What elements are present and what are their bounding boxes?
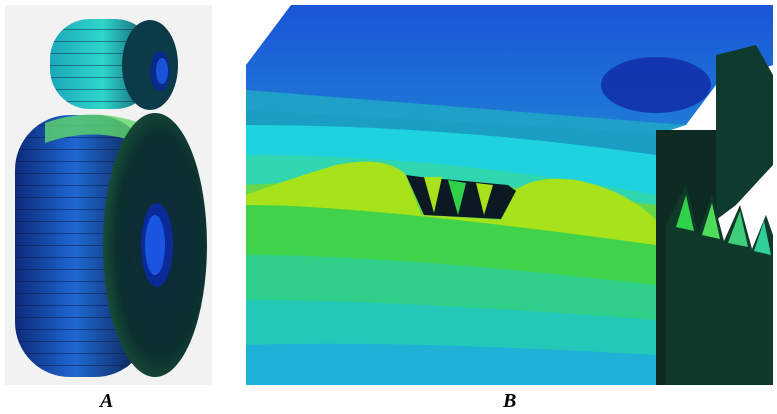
gear-pair-illustration [15, 19, 207, 377]
tooth-gap [406, 175, 516, 219]
panel-b-tooth-section [246, 5, 773, 385]
mating-gear-teeth [666, 185, 773, 385]
large-gear [15, 113, 207, 377]
panel-label-a: A [100, 390, 114, 412]
tooth-section-illustration [246, 5, 773, 385]
pinion-gear [50, 19, 178, 110]
panel-label-b: B [503, 390, 517, 412]
panel-a-gear-pair [5, 5, 212, 385]
